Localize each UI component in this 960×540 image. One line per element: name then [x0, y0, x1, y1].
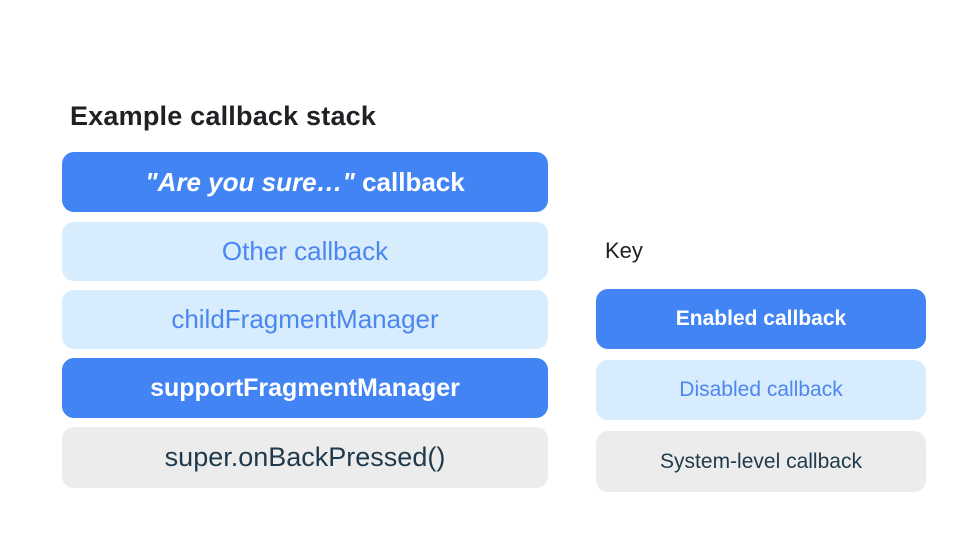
key-item-disabled-callback: Disabled callback	[596, 360, 926, 420]
stack-item-other-callback: Other callback	[62, 222, 548, 281]
stack-item-label-rest: callback	[354, 166, 465, 197]
stack-item-supportfragmentmanager: supportFragmentManager	[62, 358, 548, 418]
key-item-system-level-callback: System-level callback	[596, 431, 926, 492]
page-title: Example callback stack	[70, 101, 377, 131]
stack-item-super-onbackpressed: super.onBackPressed()	[62, 427, 548, 488]
stack-item-label: supportFragmentManager	[150, 373, 460, 402]
stack-item-label: super.onBackPressed()	[164, 442, 446, 472]
key-title: Key	[605, 238, 643, 263]
key-item-label: System-level callback	[660, 449, 862, 473]
key-item-label: Disabled callback	[679, 378, 843, 401]
key-item-enabled-callback: Enabled callback	[596, 289, 926, 349]
key-item-label: Enabled callback	[675, 307, 847, 330]
stack-item-are-you-sure-callback: "Are you sure…" callback	[62, 152, 548, 212]
stack-item-label-italic: "Are you sure…"	[145, 166, 355, 197]
stack-item-childfragmentmanager: childFragmentManager	[62, 290, 548, 349]
stack-item-label: Other callback	[221, 236, 389, 266]
stack-item-label: childFragmentManager	[171, 304, 439, 334]
